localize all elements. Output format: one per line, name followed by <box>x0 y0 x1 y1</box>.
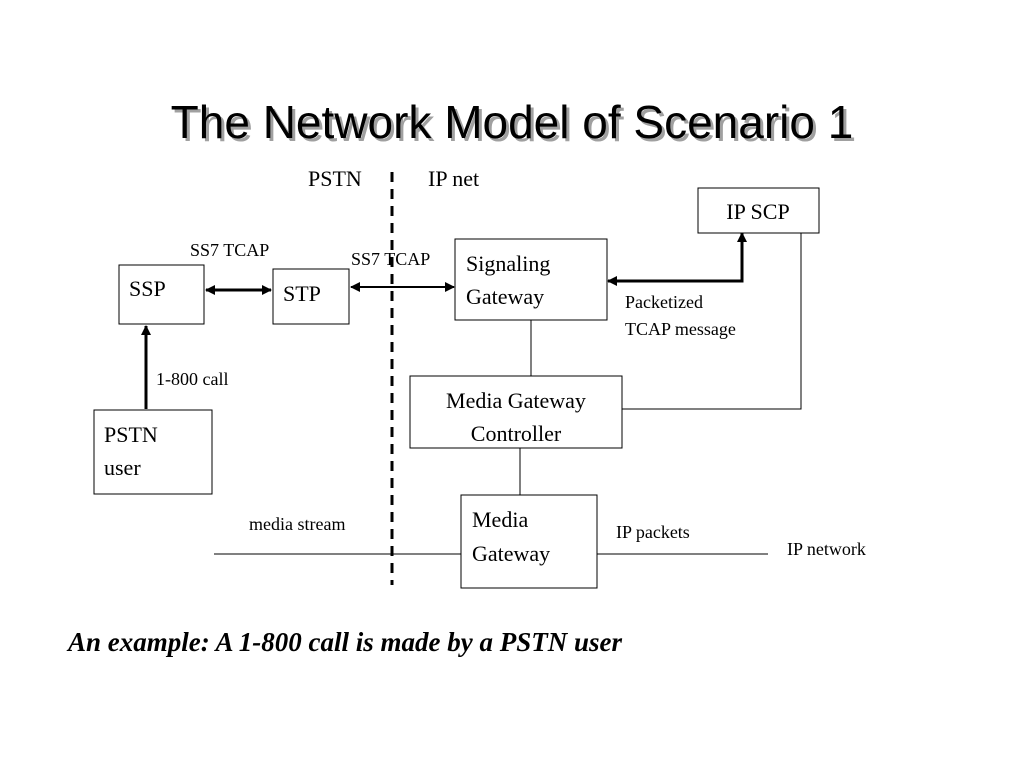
slide-title: The Network Model of Scenario 1 <box>170 96 854 148</box>
media-gateway-label-line1: Media <box>472 507 528 532</box>
pstn-user-label-line2: user <box>104 455 141 480</box>
slide-caption: An example: A 1-800 call is made by a PS… <box>68 627 622 657</box>
line-mgc-ipscp <box>622 232 802 410</box>
packetized-label-line1: Packetized <box>625 292 703 312</box>
mgc-label-line2: Controller <box>471 421 562 446</box>
call-1800-label: 1-800 call <box>156 369 228 389</box>
ssp-label: SSP <box>129 276 166 301</box>
ssp-node: SSP <box>118 264 205 325</box>
ip-network-label: IP network <box>787 539 866 559</box>
media-stream-label: media stream <box>249 514 345 534</box>
ss7-tcap-label-left: SS7 TCAP <box>190 240 269 260</box>
media-gateway-label-line2: Gateway <box>472 541 550 566</box>
signaling-gateway-node: Signaling Gateway <box>454 238 608 321</box>
arrow-sg-ipscp <box>607 232 747 286</box>
pstn-user-label-line1: PSTN <box>104 422 158 447</box>
region-label-ip-net: IP net <box>428 166 479 191</box>
media-gateway-controller-node: Media Gateway Controller <box>409 375 623 449</box>
stp-label: STP <box>283 281 321 306</box>
packetized-label-line2: TCAP message <box>625 319 736 339</box>
signaling-gateway-label-line1: Signaling <box>466 251 550 276</box>
ss7-tcap-label-mid: SS7 TCAP <box>351 249 430 269</box>
pstn-user-node: PSTN user <box>93 409 213 495</box>
ip-scp-node: IP SCP <box>697 187 820 234</box>
ip-packets-label: IP packets <box>616 522 690 542</box>
stp-node: STP <box>272 268 350 325</box>
media-gateway-node: Media Gateway <box>460 494 598 589</box>
signaling-gateway-label-line2: Gateway <box>466 284 544 309</box>
mgc-label-line1: Media Gateway <box>446 388 586 413</box>
ip-scp-label: IP SCP <box>726 199 789 224</box>
region-label-pstn: PSTN <box>308 166 362 191</box>
